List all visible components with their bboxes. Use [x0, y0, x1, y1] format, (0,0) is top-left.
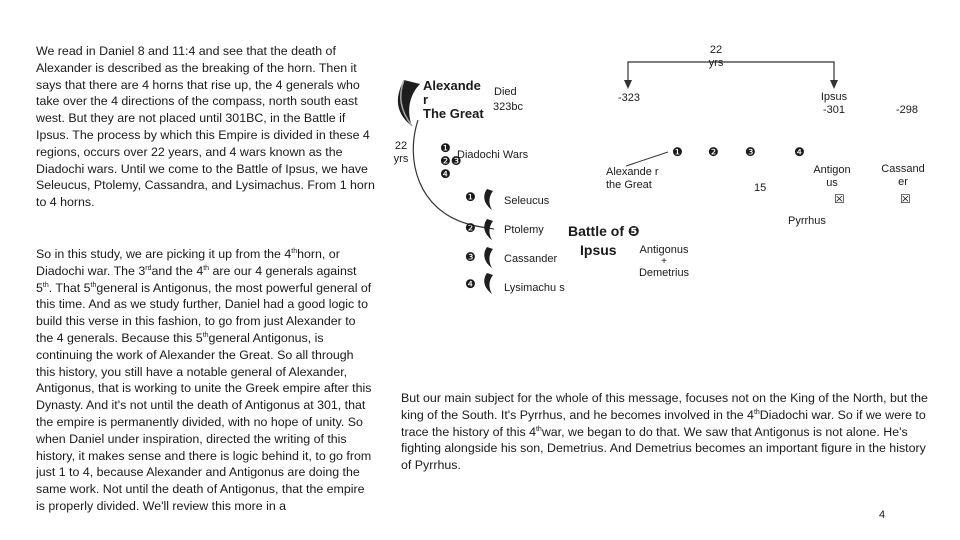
battle-marker-5: ❺ [627, 224, 640, 240]
timeline-bracket [627, 61, 835, 86]
war-marker-1: ❶ [440, 141, 451, 155]
died-label: Died [494, 86, 517, 98]
left-paragraph-2: So in this study, we are picking it up f… [36, 247, 372, 513]
alexander-horn-icon [397, 80, 420, 126]
date-minus-323: -323 [618, 92, 641, 104]
antigonus-cross-icon: ☒ [834, 192, 845, 206]
horn-icon [484, 219, 493, 240]
pyrrhus-label: Pyrrhus [788, 215, 826, 227]
date-minus-298: -298 [896, 104, 919, 116]
left-paragraph-1: We read in Daniel 8 and 11:4 and see tha… [36, 44, 375, 210]
horn-icon [484, 273, 493, 294]
timeline-marker-4: ❹ [794, 145, 805, 159]
general-marker-4: ❹ [465, 277, 476, 291]
horn-icon [484, 247, 493, 268]
general-marker-2: ❷ [465, 221, 476, 235]
cassander-label: Cassand er [881, 163, 925, 188]
page-number: 4 [879, 509, 886, 521]
timeline-22-years: 22 yrs [708, 44, 724, 69]
general-name-ptolemy: Ptolemy [504, 224, 544, 236]
general-marker-3: ❸ [465, 250, 476, 264]
horn-icon [484, 189, 493, 210]
cassander-cross-icon: ☒ [900, 192, 911, 206]
timeline-alexander-label: Alexande r the Great [606, 166, 659, 191]
general-name-lysimachus: Lysimachu s [504, 282, 565, 294]
general-name-cassander: Cassander [504, 253, 558, 265]
timeline-fifteen: 15 [754, 182, 767, 194]
timeline-marker-3: ❸ [745, 145, 756, 159]
alexander-label: Alexande r The Great [423, 78, 484, 121]
war-marker-4: ❹ [440, 167, 451, 181]
died-year: 323bc [493, 101, 523, 113]
bottom-right-paragraph: But our main subject for the whole of th… [401, 391, 928, 473]
antigonus-label: Antigon us [813, 164, 851, 189]
timeline-marker-2: ❷ [708, 145, 719, 159]
timeline-diagonal [625, 151, 669, 167]
span-22-years: 22 yrs [393, 140, 409, 165]
war-marker-2-3: ❷❸ [440, 154, 462, 168]
diadochi-wars-label: Diadochi Wars [457, 149, 529, 161]
diadochi-curve [412, 119, 495, 230]
timeline-marker-1: ❶ [672, 145, 683, 159]
battle-of-ipsus-title: Battle of ❺ Ipsus [568, 223, 640, 258]
date-ipsus-301: Ipsus -301 [820, 91, 848, 116]
general-name-seleucus: Seleucus [504, 195, 550, 207]
battle-combatants: Antigonus + Demetrius [638, 244, 690, 279]
general-marker-1: ❶ [465, 190, 476, 204]
